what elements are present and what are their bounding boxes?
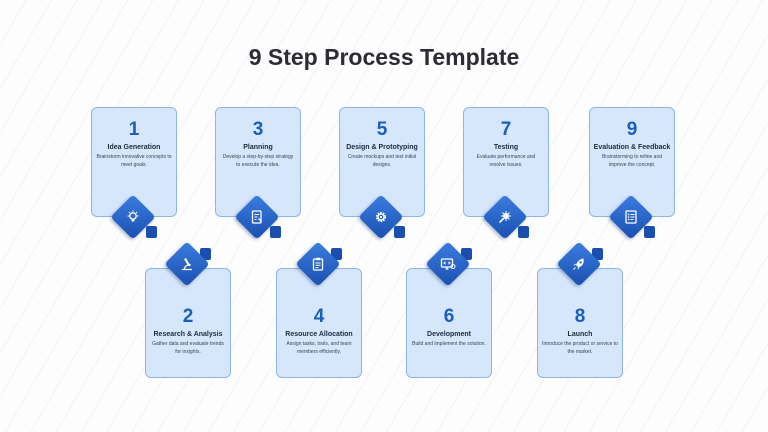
badge-tab [592,248,603,260]
step-number: 2 [182,306,194,327]
step-label: Development [427,331,471,338]
step-label: Design & Prototyping [346,144,418,151]
lightbulb-icon [123,207,143,227]
step-description: Develop a step-by-step strategy to execu… [222,154,294,168]
plan-document-icon [247,207,267,227]
badge-tab [518,226,529,238]
bug-test-icon [495,207,515,227]
badge-tab [146,226,157,238]
step-number: 3 [252,119,264,140]
step-number: 8 [574,306,586,327]
step-number: 9 [626,119,638,140]
step-card-2: 2 Research & Analysis Gather data and ev… [145,268,231,378]
step-description: Brainstorm innovative concepts to meet g… [96,154,172,168]
badge-tab [331,248,342,260]
clipboard-icon [308,254,328,274]
page-title: 9 Step Process Template [248,44,520,70]
rocket-icon [569,254,589,274]
badge-tab [270,226,281,238]
step-number: 4 [313,306,325,327]
step-description: Introduce the product or service to the … [542,341,618,355]
badge-tab [394,226,405,238]
step-number: 5 [376,119,388,140]
step-label: Testing [493,144,519,151]
gear-icon [371,207,391,227]
step-card-9: 9 Evaluation & Feedback Brainstorming to… [589,107,675,217]
step-description: Gather data and evaluate trends for insi… [152,341,224,355]
step-card-3: 3 Planning Develop a step-by-step strate… [215,107,301,217]
step-number: 1 [128,119,140,140]
badge-tab [200,248,211,260]
step-label: Evaluation & Feedback [593,144,671,151]
checklist-icon [621,207,641,227]
step-label: Planning [243,144,273,151]
step-number: 6 [443,306,455,327]
step-description: Evaluate performance and resolve issues. [476,154,536,168]
badge-tab [461,248,472,260]
step-label: Launch [567,331,593,338]
step-card-6: 6 Development Build and implement the so… [406,268,492,378]
microscope-icon [177,254,197,274]
step-card-8: 8 Launch Introduce the product or servic… [537,268,623,378]
step-label: Research & Analysis [153,331,223,338]
step-description: Brainstorming to refine and improve the … [601,154,663,168]
step-card-4: 4 Resource Allocation Assign tasks, tool… [276,268,362,378]
step-label: Resource Allocation [285,331,353,338]
step-description: Build and implement the solution. [412,341,486,348]
badge-tab [644,226,655,238]
step-description: Create mockups and test initial designs. [347,154,417,168]
step-label: Idea Generation [107,144,161,151]
monitor-code-icon [438,254,458,274]
step-number: 7 [500,119,512,140]
step-description: Assign tasks, tools, and team members ef… [286,341,352,355]
